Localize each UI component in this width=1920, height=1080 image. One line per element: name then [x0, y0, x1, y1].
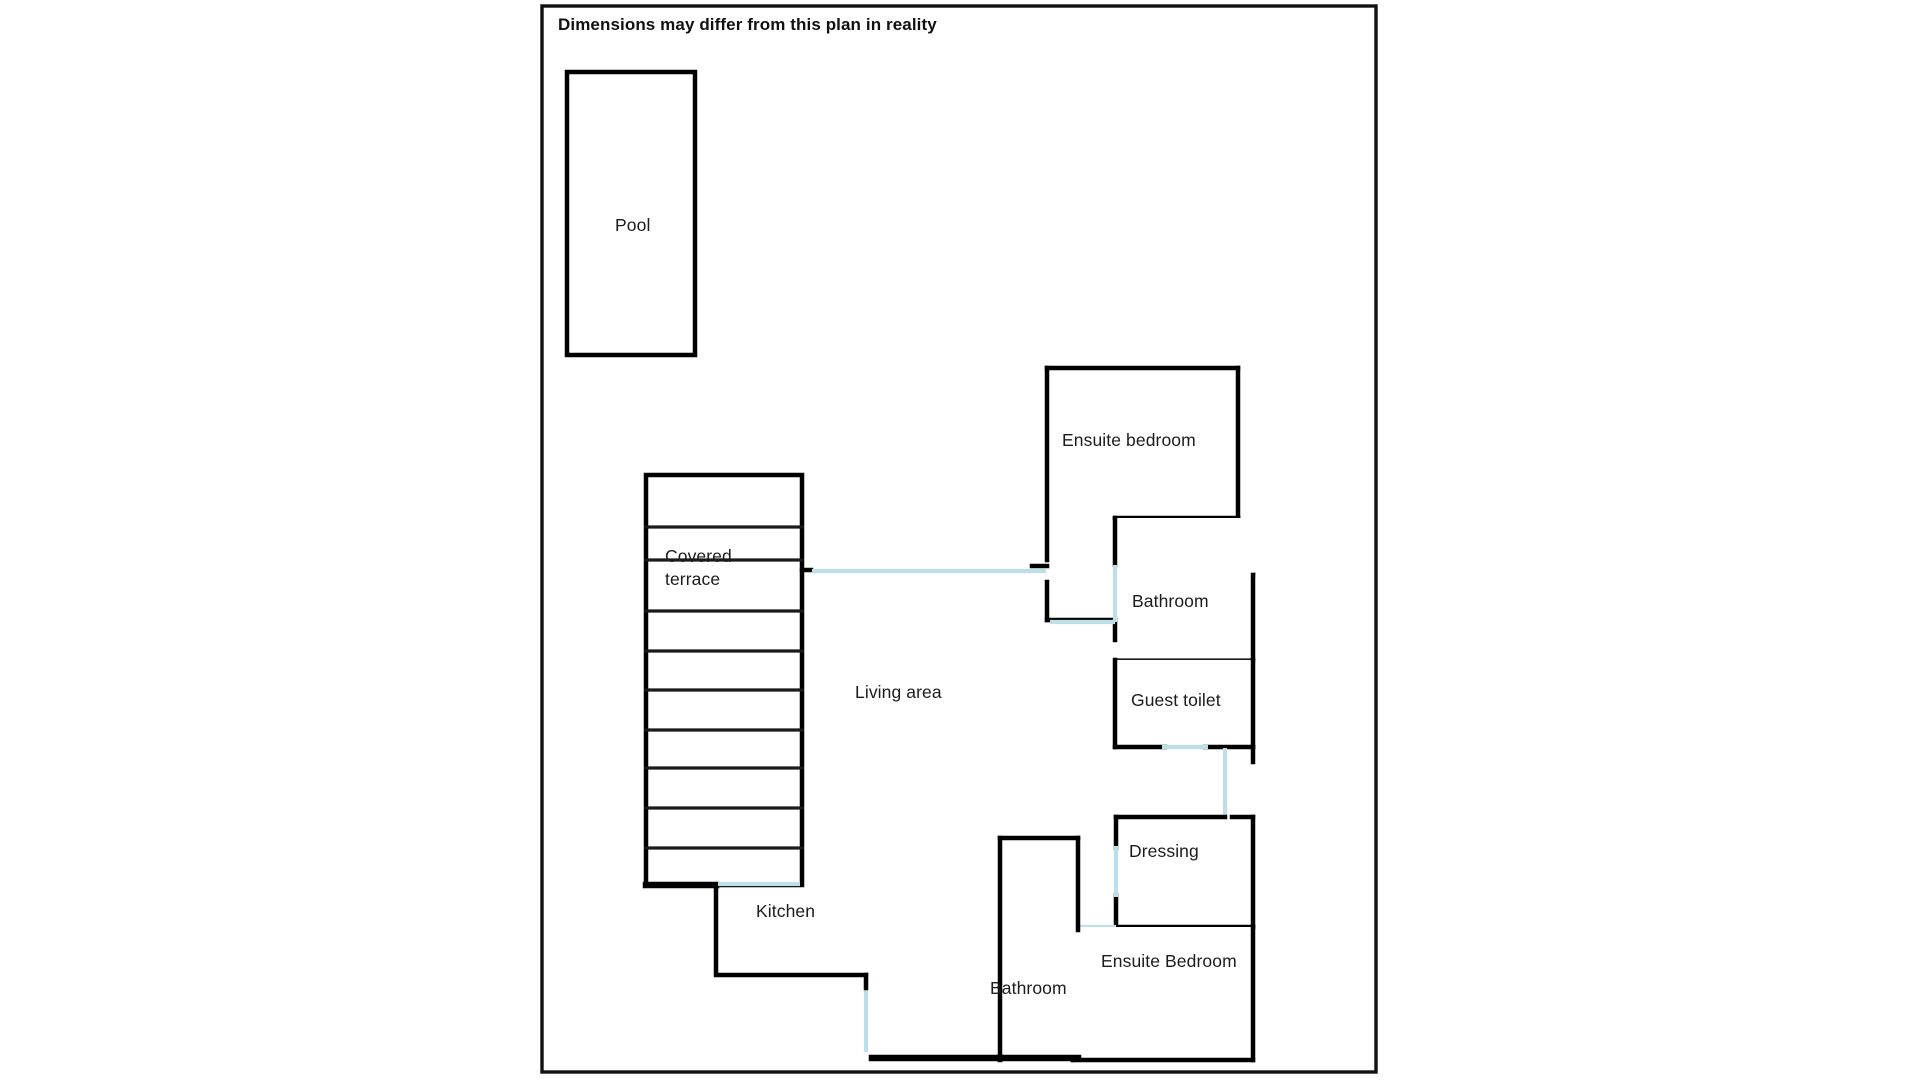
room-bathroom-upper	[1112, 515, 1256, 663]
room-covered-terrace	[643, 472, 805, 888]
room-label-ensuite-bedroom-upper: Ensuite bedroom	[1062, 430, 1196, 450]
room-ensuite-bedroom-lower	[1070, 924, 1256, 1063]
room-label-living-area: Living area	[855, 682, 942, 702]
room-label-bathroom-lower: Bathroom	[990, 978, 1067, 998]
plan-disclaimer-note: Dimensions may differ from this plan in …	[558, 15, 937, 34]
room-label-ensuite-bedroom-lower: Ensuite Bedroom	[1101, 951, 1237, 971]
room-label-covered-terrace-line2: terrace	[665, 569, 721, 589]
room-guest-toilet	[1112, 657, 1256, 765]
room-living-area	[642, 567, 869, 978]
room-label-guest-toilet: Guest toilet	[1131, 690, 1221, 710]
room-label-dressing: Dressing	[1129, 841, 1199, 861]
room-label-pool: Pool	[615, 215, 651, 235]
room-label-covered-terrace-line1: Covered	[665, 546, 732, 566]
room-label-kitchen: Kitchen	[756, 901, 816, 921]
room-label-bathroom-upper: Bathroom	[1132, 591, 1209, 611]
room-pool	[564, 69, 698, 358]
room-bathroom-lower	[868, 835, 1082, 1063]
room-dressing	[1113, 814, 1256, 930]
